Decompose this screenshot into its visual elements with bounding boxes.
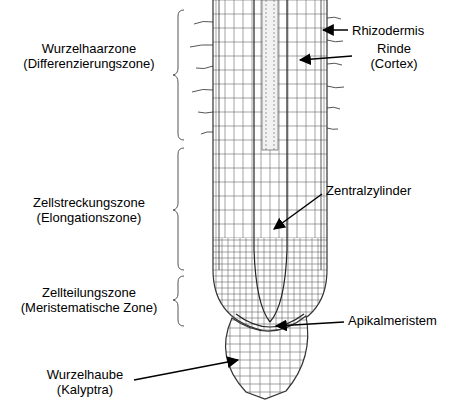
root-tissue [205, 0, 335, 338]
part-label: Wurzelhaube (Kalyptra) [30, 367, 140, 397]
part-label: Rhizodermis [352, 23, 424, 38]
root-cap [226, 316, 308, 399]
central-cylinder [270, 0, 287, 322]
part-label: Rinde (Cortex) [356, 41, 432, 71]
zone-bracket [173, 10, 184, 326]
central-cylinder [254, 0, 270, 322]
root-outline [213, 0, 327, 332]
leader-arrow [134, 30, 352, 380]
part-label: Zentralzylinder [326, 183, 411, 198]
zone-label: Zellteilungszone (Meristematische Zone) [6, 285, 172, 315]
zone-label: Zellstreckungszone (Elongationszone) [6, 195, 172, 225]
rhizodermis-layer [321, 0, 322, 270]
zone-label: Wurzelhaarzone (Differenzierungszone) [6, 41, 172, 71]
part-label: Apikalmeristem [348, 313, 437, 328]
rhizodermis-layer [219, 0, 220, 270]
